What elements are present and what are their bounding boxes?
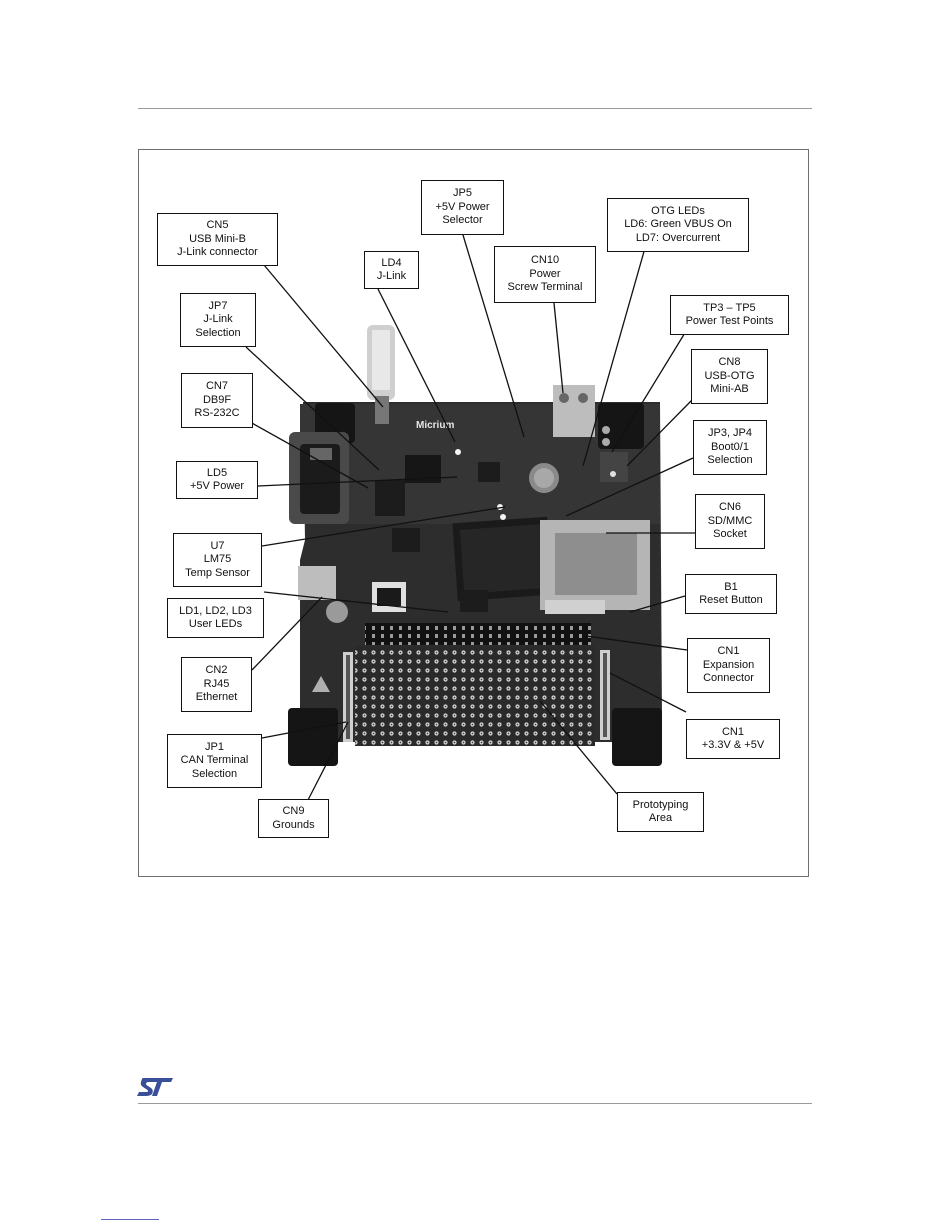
callout-cn7: CN7 DB9F RS-232C — [181, 373, 253, 428]
callout-line: Selection — [707, 454, 753, 467]
callout-line: LD7: Overcurrent — [635, 231, 721, 244]
callout-jp7: JP7 J-Link Selection — [180, 293, 256, 347]
callout-line: Mini-AB — [710, 383, 749, 396]
callout-line: Connector — [703, 672, 754, 685]
callout-line: J-Link — [203, 313, 233, 326]
callout-line: Expansion — [702, 658, 755, 671]
callout-line: +5V Power — [189, 480, 245, 492]
callout-cn8: CN8 USB-OTG Mini-AB — [691, 349, 768, 404]
callout-line: User LEDs — [188, 618, 243, 630]
screw-terminal — [553, 385, 595, 437]
callout-cn1-expansion: CN1 Expansion Connector — [687, 638, 770, 693]
callout-line: LD6: Green VBUS On — [624, 218, 732, 231]
callout-line: Selection — [191, 767, 238, 780]
callout-line: JP1 — [205, 740, 224, 753]
callout-line: LD4 — [381, 256, 402, 269]
callout-b1: B1 Reset Button — [685, 574, 777, 614]
expansion-header — [365, 623, 591, 645]
callout-line: +3.3V & +5V — [701, 739, 765, 751]
callout-line: USB Mini-B — [189, 232, 246, 245]
callout-ld5: LD5 +5V Power — [176, 461, 258, 499]
callout-line: TP3 – TP5 — [703, 301, 756, 314]
board-brand: Micrium — [416, 420, 454, 431]
callout-line: SD/MMC — [707, 514, 753, 527]
page-corner-mark — [101, 1219, 159, 1220]
callout-cn5: CN5 USB Mini-B J-Link connector — [157, 213, 278, 266]
callout-line: +5V Power — [435, 200, 490, 213]
callout-line: Ethernet — [195, 691, 238, 704]
callout-cn10: CN10 Power Screw Terminal — [494, 246, 596, 303]
rj45-connector — [298, 566, 336, 600]
st-logo-icon — [137, 1078, 173, 1096]
standoff — [288, 708, 338, 766]
callout-line: CN1 — [721, 725, 744, 738]
callout-cn6: CN6 SD/MMC Socket — [695, 494, 765, 549]
callout-prototyping: Prototyping Area — [617, 792, 704, 832]
callout-cn9: CN9 Grounds — [258, 799, 329, 838]
callout-line: CN10 — [530, 254, 560, 267]
callout-ld4: LD4 J-Link — [364, 251, 419, 289]
callout-line: Selection — [195, 326, 241, 339]
callout-line: RS-232C — [194, 407, 240, 420]
callout-cn2: CN2 RJ45 Ethernet — [181, 657, 252, 712]
callout-line: LM75 — [203, 553, 232, 566]
callout-line: Grounds — [272, 818, 315, 831]
callout-line: J-Link — [376, 270, 407, 282]
callout-line: Selector — [442, 214, 483, 227]
callout-line: CN2 — [205, 664, 228, 677]
callout-line: CAN Terminal — [180, 754, 249, 767]
callout-jp5: JP5 +5V Power Selector — [421, 180, 504, 235]
callout-line: JP5 — [453, 187, 472, 200]
callout-jp1: JP1 CAN Terminal Selection — [167, 734, 262, 788]
callout-line: U7 — [210, 539, 225, 552]
callout-jp3-jp4: JP3, JP4 Boot0/1 Selection — [693, 420, 767, 475]
callout-line: JP7 — [208, 299, 228, 312]
callout-line: Temp Sensor — [185, 566, 250, 579]
callout-line: OTG LEDs — [651, 204, 705, 217]
callout-line: CN9 — [282, 805, 305, 817]
callout-line: DB9F — [202, 393, 232, 406]
callout-line: USB-OTG — [704, 369, 755, 382]
callout-line: B1 — [724, 580, 738, 593]
callout-line: RJ45 — [203, 677, 230, 690]
callout-user-leds: LD1, LD2, LD3 User LEDs — [167, 598, 264, 638]
header-rule — [138, 108, 812, 109]
callout-line: CN8 — [718, 356, 741, 369]
callout-line: LD5 — [206, 466, 228, 479]
callout-line: Prototyping — [632, 798, 689, 811]
standoff — [612, 708, 662, 766]
callout-line: CN1 — [717, 645, 740, 658]
callout-otg-leds: OTG LEDs LD6: Green VBUS On LD7: Overcur… — [607, 198, 749, 252]
callout-cn1-power: CN1 +3.3V & +5V — [686, 719, 780, 759]
prototyping-area — [355, 646, 595, 746]
callout-tp3-tp5: TP3 – TP5 Power Test Points — [670, 295, 789, 335]
callout-line: JP3, JP4 — [707, 427, 753, 440]
callout-line: Area — [648, 812, 673, 824]
callout-line: Power — [529, 267, 561, 280]
callout-line: Reset Button — [699, 594, 763, 606]
callout-u7: U7 LM75 Temp Sensor — [173, 533, 262, 587]
callout-line: Power Test Points — [685, 315, 774, 327]
callout-line: Boot0/1 — [711, 440, 749, 453]
callout-line: CN7 — [205, 380, 228, 393]
callout-line: Screw Terminal — [507, 281, 583, 294]
callout-line: Socket — [713, 528, 747, 541]
callout-line: CN5 — [206, 219, 229, 232]
callout-line: CN6 — [718, 501, 741, 514]
callout-line: J-Link connector — [177, 246, 258, 259]
footer-rule — [138, 1103, 812, 1104]
callout-line: LD1, LD2, LD3 — [179, 604, 252, 617]
